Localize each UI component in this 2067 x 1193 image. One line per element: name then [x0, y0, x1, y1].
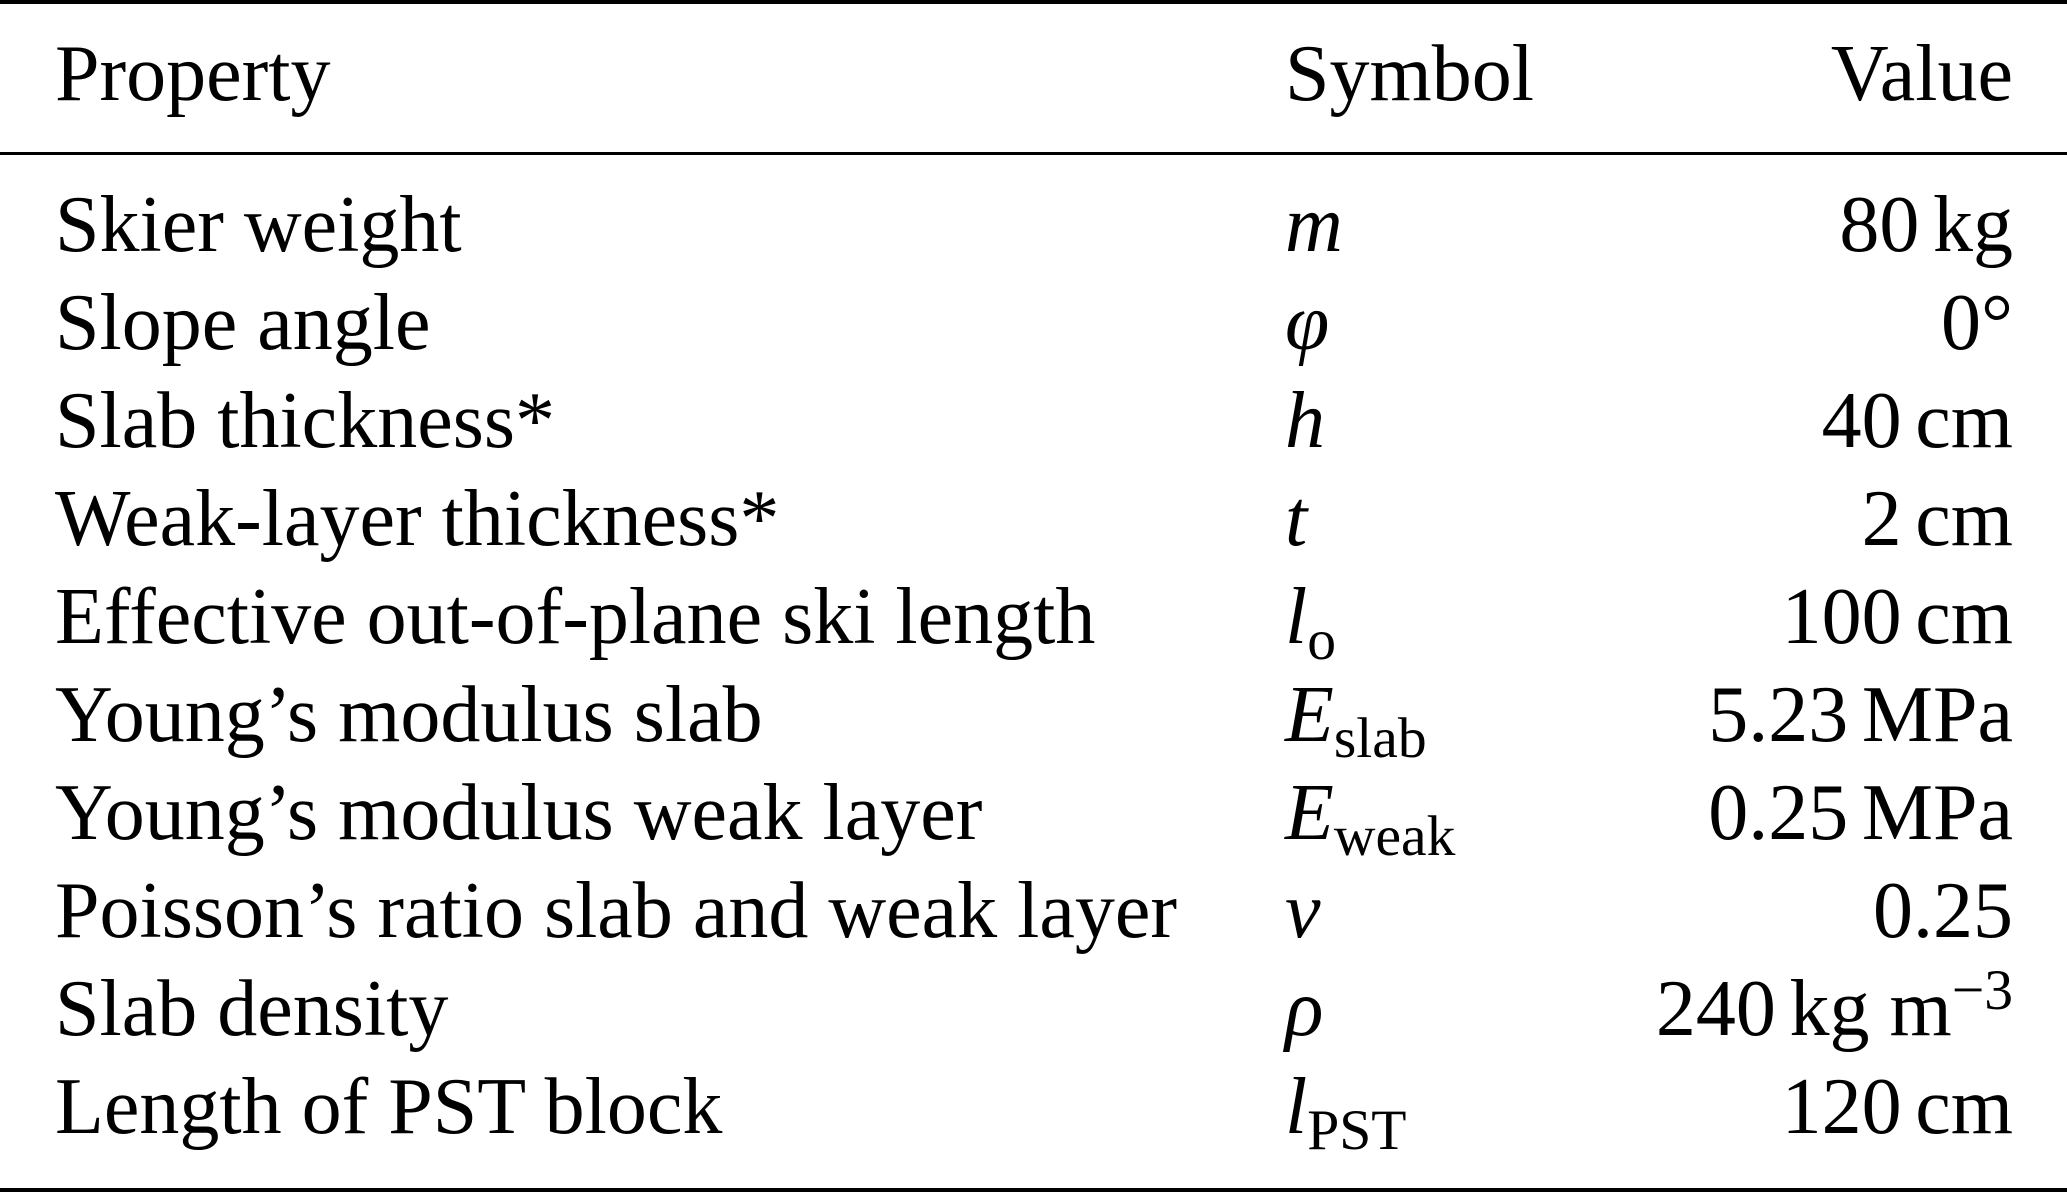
symbol-cell: Eweak — [1285, 764, 1455, 865]
symbol-subscript: o — [1307, 609, 1337, 673]
value-cell: 0° — [1941, 274, 2013, 372]
header-row: Property Symbol Value — [0, 25, 2067, 123]
header-value: Value — [1830, 30, 2013, 118]
symbol: l — [1285, 1063, 1308, 1151]
value-unit: kg — [1933, 181, 2013, 269]
property-cell: Weak-layer thickness* — [55, 475, 780, 563]
value-number: 80 — [1839, 181, 1920, 269]
symbol: ρ — [1285, 965, 1324, 1053]
symbol-subscript: PST — [1307, 1099, 1407, 1163]
symbol-cell: φ — [1285, 274, 1329, 372]
property-cell: Effective out-of-plane ski length — [55, 573, 1096, 661]
property-cell: Slab thickness* — [55, 377, 555, 465]
symbol: m — [1285, 181, 1343, 269]
top-rule — [0, 0, 2067, 4]
property-cell: Young’s modulus weak layer — [55, 769, 983, 857]
property-cell: Length of PST block — [55, 1063, 723, 1151]
value-unit: cm — [1915, 573, 2013, 661]
symbol: h — [1285, 377, 1325, 465]
value-number: 240 — [1655, 965, 1776, 1053]
value-unit: cm — [1915, 475, 2013, 563]
value-number: 120 — [1781, 1063, 1902, 1151]
symbol-cell: ν — [1285, 862, 1321, 960]
value-unit: MPa — [1861, 769, 2013, 857]
symbol: l — [1285, 573, 1308, 661]
value-unit: kg m — [1789, 965, 1952, 1053]
symbol: φ — [1285, 279, 1330, 367]
property-cell: Slope angle — [55, 279, 431, 367]
symbol-cell: t — [1285, 470, 1307, 568]
value-unit: cm — [1915, 377, 2013, 465]
header-property: Property — [55, 30, 331, 118]
property-cell: Skier weight — [55, 181, 462, 269]
unit-exponent: −3 — [1951, 959, 2013, 1023]
symbol: E — [1285, 769, 1334, 857]
property-cell: Young’s modulus slab — [55, 671, 763, 759]
bottom-rule — [0, 1188, 2067, 1192]
value-number: 40 — [1821, 377, 1902, 465]
symbol-cell: lo — [1285, 568, 1336, 669]
symbol-cell: m — [1285, 176, 1343, 274]
property-cell: Slab density — [55, 965, 449, 1053]
symbol-cell: ρ — [1285, 960, 1323, 1058]
value-unit: MPa — [1861, 671, 2013, 759]
symbol-subscript: weak — [1333, 805, 1456, 869]
value-cell: 0.25 — [1873, 862, 2013, 960]
value-number: 0.25 — [1708, 769, 1849, 857]
symbol: t — [1285, 475, 1308, 563]
symbol-cell: Eslab — [1285, 666, 1427, 767]
value-number: 2 — [1861, 475, 1902, 563]
value-unit: cm — [1915, 1063, 2013, 1151]
value-number: 0° — [1941, 279, 2013, 367]
value-number: 100 — [1781, 573, 1902, 661]
table-row: Slope angle φ 0° — [0, 274, 2067, 372]
value-number: 5.23 — [1708, 671, 1849, 759]
property-cell: Poisson’s ratio slab and weak layer — [55, 867, 1177, 955]
value-number: 0.25 — [1873, 867, 2013, 955]
table-row: Poisson’s ratio slab and weak layer ν 0.25 — [0, 862, 2067, 960]
symbol-cell: lPST — [1285, 1058, 1406, 1159]
symbol: E — [1285, 671, 1334, 759]
symbol: ν — [1285, 867, 1321, 955]
symbol-subscript: slab — [1333, 707, 1427, 771]
header-rule — [0, 152, 2067, 155]
symbol-cell: h — [1285, 372, 1325, 470]
header-symbol: Symbol — [1285, 30, 1534, 118]
